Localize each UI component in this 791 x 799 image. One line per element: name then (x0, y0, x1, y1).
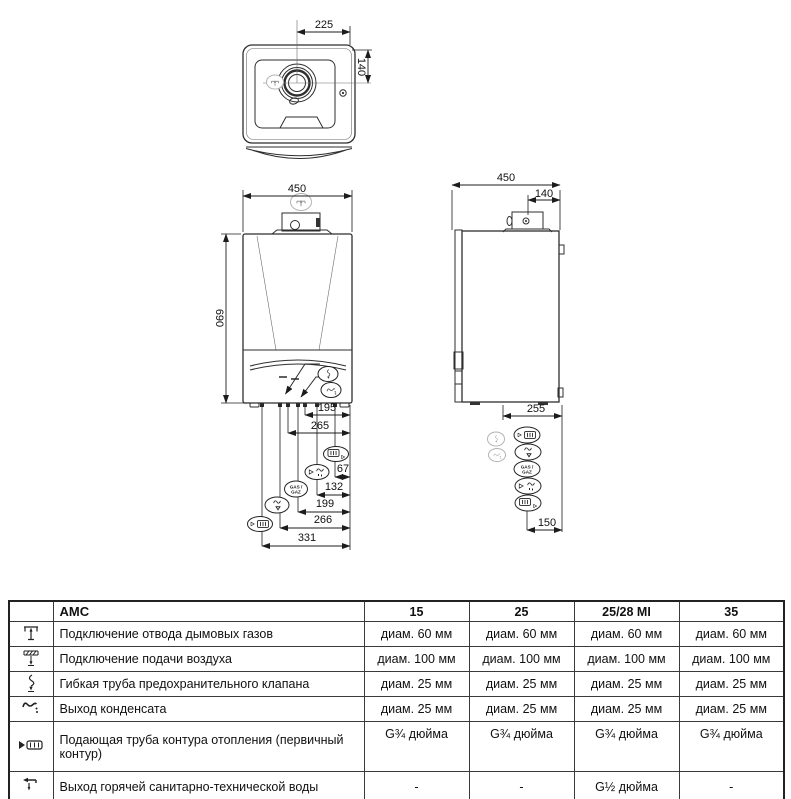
model-header-25: 25 (468, 600, 575, 622)
dim-225: 225 (296, 19, 351, 45)
table-row: Подающая труба контура отопления (первич… (8, 721, 785, 772)
condensate-icon (320, 382, 342, 398)
boiler-dimension-drawing: 225 140 (213, 19, 565, 550)
flue-icon (266, 74, 284, 90)
dim-label-225: 225 (315, 19, 333, 31)
condensate-icon (22, 701, 39, 713)
dim-label-195: 195 (318, 402, 336, 414)
gas-connection-icon: GAS / GAZ (284, 480, 308, 498)
row-label: Подающая труба контура отопления (первич… (52, 721, 365, 772)
dim-label-450-side: 450 (497, 172, 515, 184)
table-header-row: AMC 15 25 25/28 MI 35 (8, 600, 785, 622)
dim-label-265: 265 (311, 420, 329, 432)
table-row: Подключение подачи воздуха диам. 100 мм … (8, 646, 785, 672)
svg-text:GAS /: GAS / (290, 484, 303, 489)
table-row: Выход горячей санитарно-технической воды… (8, 771, 785, 799)
screw-icon (339, 89, 347, 97)
model-header-35: 35 (678, 600, 785, 622)
side-feet (470, 402, 548, 405)
dim-label-690: 690 (213, 309, 225, 327)
dim-450-side: 450 (451, 172, 561, 230)
front-bottom-dims: 195 265 67 132 199 266 331 (261, 402, 351, 549)
heating-flow-icon (19, 740, 43, 750)
top-view-inner-panel (254, 59, 336, 129)
top-view: 225 140 (242, 19, 372, 159)
table-row: Гибкая труба предохранительного клапана … (8, 671, 785, 697)
row-label: Подключение отвода дымовых газов (52, 621, 365, 647)
air-supply-icon (23, 650, 39, 666)
safety-valve-icon-faint (487, 431, 505, 447)
flue-collar (271, 212, 333, 235)
model-header-15: 15 (363, 600, 470, 622)
model-header-25-28mi: 25/28 MI (573, 600, 680, 622)
dim-label-140-top: 140 (355, 58, 367, 76)
dim-label-140-side: 140 (535, 188, 553, 200)
row-label: Подключение подачи воздуха (52, 646, 365, 672)
dhw-outlet-icon (23, 777, 37, 791)
table-row: Выход конденсата диам. 25 мм диам. 25 мм… (8, 696, 785, 722)
condensate-icon-faint (488, 448, 506, 462)
dhw-hot-water-icon (304, 464, 330, 480)
heating-flow-icon (513, 426, 541, 444)
safety-valve-icon (317, 366, 339, 382)
svg-text:GAS /: GAS / (521, 464, 534, 469)
flue-gas-icon (24, 625, 39, 640)
dim-label-199: 199 (316, 498, 334, 510)
heating-return-icon (323, 446, 349, 462)
dim-140-side: 140 (527, 188, 561, 215)
dim-label-255: 255 (527, 403, 545, 415)
drain-leader-arrows (279, 363, 326, 398)
svg-text:GAZ: GAZ (522, 469, 532, 474)
cold-water-icon (514, 443, 542, 461)
heating-flow-icon (247, 516, 273, 532)
row-label: Выход горячей санитарно-технической воды (52, 771, 365, 799)
dim-255: 255 (502, 403, 563, 532)
dim-150: 150 (526, 517, 563, 533)
dim-140-top: 140 (352, 49, 372, 84)
flue-collar-side (502, 211, 553, 233)
connection-spec-table: AMC 15 25 25/28 MI 35 Подключение отвода… (8, 600, 785, 799)
cold-water-icon (264, 496, 290, 514)
front-view: 450 690 195 265 67 132 199 266 331 (213, 183, 353, 550)
safety-valve-icon (28, 673, 35, 692)
dim-label-450-front: 450 (288, 183, 306, 195)
dhw-hot-water-icon (514, 477, 542, 495)
gas-connection-icon: GAS / GAZ (513, 460, 541, 478)
dim-690: 690 (213, 233, 247, 404)
row-label: Выход конденсата (52, 696, 365, 722)
heating-return-icon (514, 494, 542, 512)
dim-label-266: 266 (314, 514, 332, 526)
icon-column-header (8, 600, 54, 622)
dim-label-331: 331 (298, 532, 316, 544)
front-door-edge (454, 229, 463, 403)
dim-label-132: 132 (325, 481, 343, 493)
side-view: 450 140 255 (451, 172, 565, 533)
table-row: Подключение отвода дымовых газов диам. 6… (8, 621, 785, 647)
brand-header: AMC (52, 600, 365, 622)
dim-label-150: 150 (538, 517, 556, 529)
dim-label-67: 67 (337, 463, 349, 475)
boiler-side-body (461, 230, 560, 403)
row-label: Гибкая труба предохранительного клапана (52, 671, 365, 697)
svg-text:GAZ: GAZ (291, 489, 301, 494)
dim-450-front: 450 (242, 183, 353, 232)
